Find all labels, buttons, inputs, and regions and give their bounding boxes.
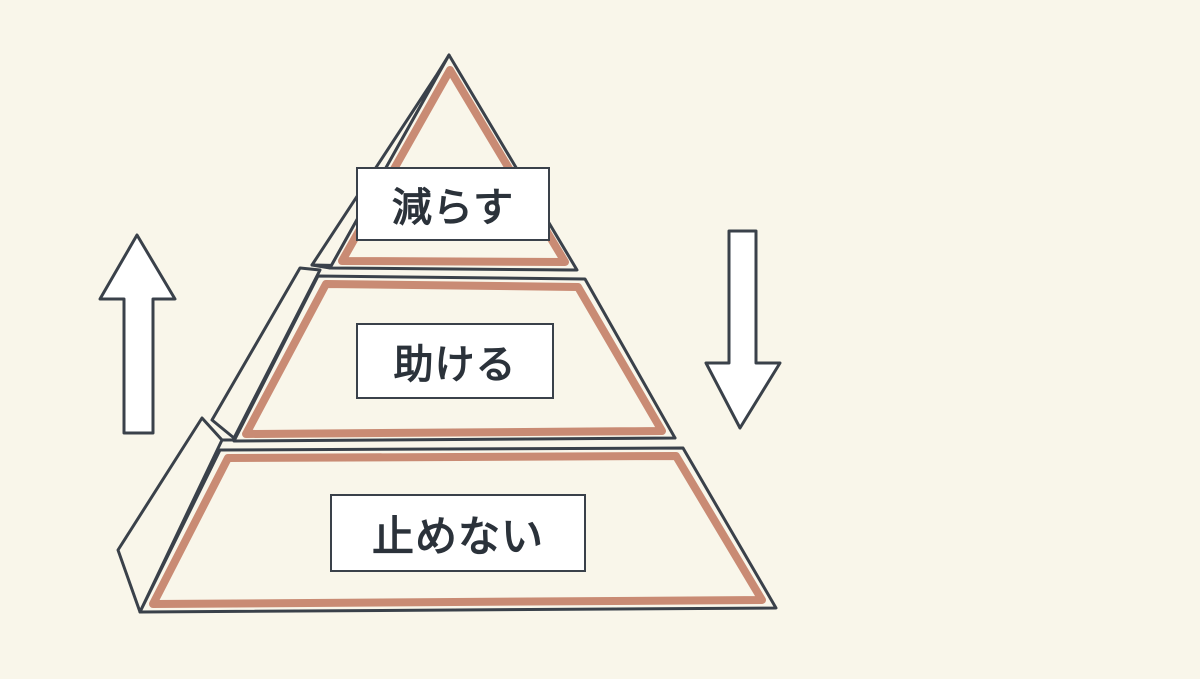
arrow-up-icon bbox=[98, 233, 177, 435]
tier-middle-label: 助ける bbox=[356, 323, 554, 399]
tier-bottom-label: 止めない bbox=[330, 494, 586, 572]
arrow-down-icon bbox=[704, 229, 782, 430]
tier-top-label: 減らす bbox=[356, 167, 550, 241]
